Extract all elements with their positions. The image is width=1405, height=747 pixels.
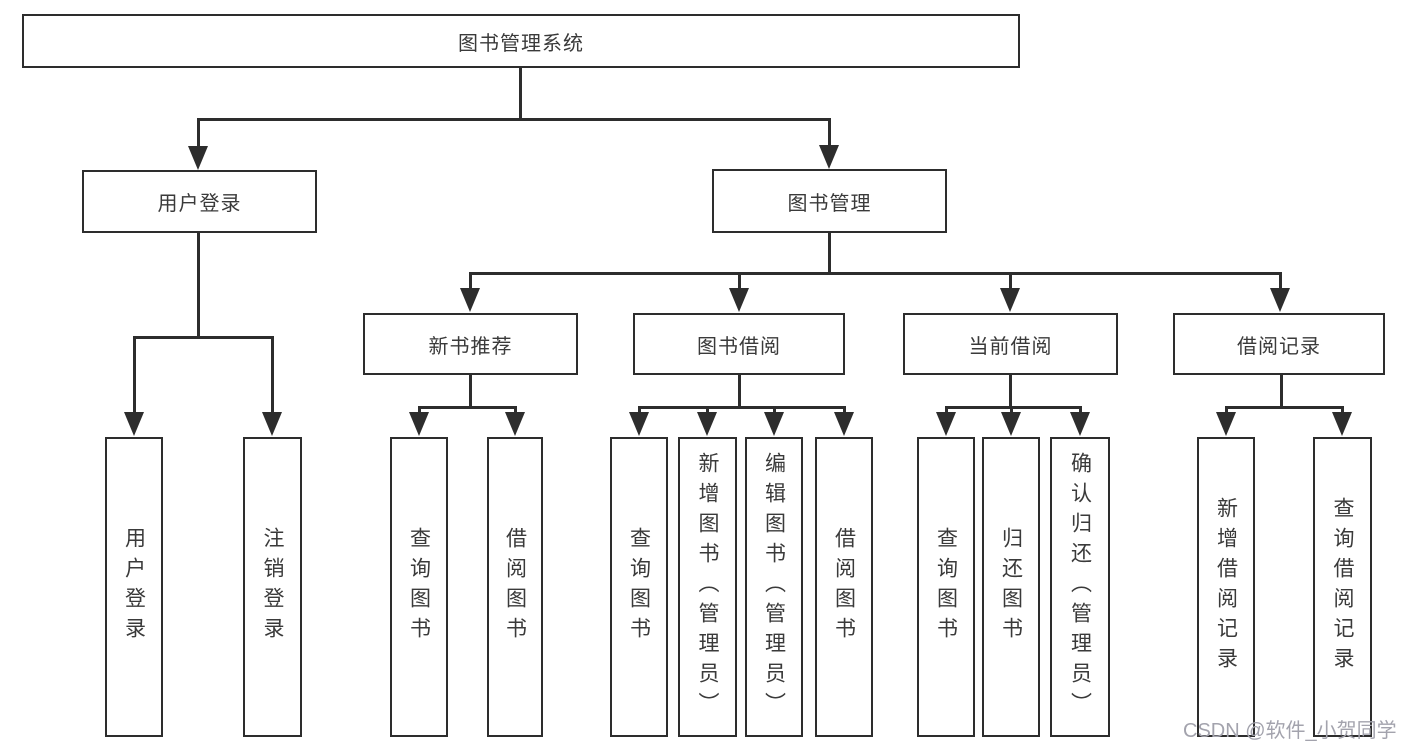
arrowhead-down (936, 412, 956, 436)
connector-line (519, 68, 522, 118)
leaf-confirm-return-admin: 确认归还（管理员） (1050, 437, 1110, 737)
arrowhead-down (1001, 412, 1021, 436)
arrowhead-down (1000, 288, 1020, 312)
arrowhead-down (460, 288, 480, 312)
connector-line (945, 406, 948, 416)
connector-line (418, 406, 517, 409)
connector-line (1009, 375, 1012, 406)
arrowhead-down (124, 412, 144, 436)
leaf-label: 借阅图书 (503, 527, 527, 647)
node-book-borrowing: 图书借阅 (633, 313, 845, 375)
arrowhead-down (1332, 412, 1352, 436)
node-borrowing-records: 借阅记录 (1173, 313, 1385, 375)
arrowhead-down (697, 412, 717, 436)
watermark: CSDN @软件_小贺同学 (1183, 720, 1397, 742)
connector-line (773, 406, 776, 416)
connector-line (1280, 375, 1283, 406)
leaf-label: 归还图书 (999, 527, 1023, 647)
leaf-label: 编辑图书（管理员） (762, 452, 786, 722)
node-book-management: 图书管理 (712, 169, 947, 233)
arrowhead-down (505, 412, 525, 436)
leaf-borrow-books-recommend: 借阅图书 (487, 437, 543, 737)
connector-line (1225, 406, 1228, 416)
leaf-query-borrow-record: 查询借阅记录 (1313, 437, 1372, 737)
connector-line (706, 406, 709, 416)
connector-line (945, 406, 1082, 409)
arrowhead-down (188, 146, 208, 170)
leaf-label: 查询图书 (627, 527, 651, 647)
leaf-query-books-recommend: 查询图书 (390, 437, 448, 737)
connector-line (1225, 406, 1344, 409)
leaf-label: 查询图书 (407, 527, 431, 647)
connector-line (1079, 406, 1082, 416)
connector-line (197, 233, 200, 339)
leaf-label: 借阅图书 (832, 527, 856, 647)
arrowhead-down (1270, 288, 1290, 312)
leaf-label: 用户登录 (122, 527, 146, 647)
arrowhead-down (729, 288, 749, 312)
arrowhead-down (764, 412, 784, 436)
connector-line (271, 336, 274, 416)
leaf-label: 查询图书 (934, 527, 958, 647)
leaf-label: 确认归还（管理员） (1068, 452, 1092, 722)
leaf-label: 注销登录 (261, 527, 284, 647)
arrowhead-down (409, 412, 429, 436)
arrowhead-down (819, 145, 839, 169)
leaf-borrow-books: 借阅图书 (815, 437, 873, 737)
node-root: 图书管理系统 (22, 14, 1020, 68)
connector-line (738, 375, 741, 406)
connector-line (1009, 272, 1012, 292)
connector-line (828, 233, 831, 275)
connector-line (418, 406, 421, 416)
connector-line (197, 118, 200, 150)
connector-line (133, 336, 274, 339)
connector-line (1279, 272, 1282, 292)
arrowhead-down (629, 412, 649, 436)
leaf-add-books-admin: 新增图书（管理员） (678, 437, 737, 737)
leaf-edit-books-admin: 编辑图书（管理员） (745, 437, 803, 737)
connector-line (469, 272, 472, 292)
leaf-user-login: 用户登录 (105, 437, 163, 737)
connector-line (828, 118, 831, 150)
arrowhead-down (834, 412, 854, 436)
leaf-return-books: 归还图书 (982, 437, 1040, 737)
leaf-label: 新增图书（管理员） (696, 452, 719, 722)
leaf-logout: 注销登录 (243, 437, 302, 737)
node-new-book-recommendation: 新书推荐 (363, 313, 578, 375)
leaf-query-books-borrow: 查询图书 (610, 437, 668, 737)
connector-line (843, 406, 846, 416)
connector-line (1341, 406, 1344, 416)
connector-line (638, 406, 641, 416)
node-current-borrowing: 当前借阅 (903, 313, 1118, 375)
connector-line (469, 375, 472, 406)
connector-line (469, 272, 1282, 275)
connector-line (197, 118, 831, 121)
leaf-add-borrow-record: 新增借阅记录 (1197, 437, 1255, 737)
connector-line (638, 406, 846, 409)
connector-line (738, 272, 741, 292)
node-user-login: 用户登录 (82, 170, 317, 233)
leaf-label: 查询借阅记录 (1331, 497, 1354, 677)
arrowhead-down (262, 412, 282, 436)
connector-line (133, 336, 136, 416)
leaf-label: 新增借阅记录 (1214, 497, 1238, 677)
leaf-query-books-current: 查询图书 (917, 437, 975, 737)
connector-line (1010, 406, 1013, 416)
connector-line (514, 406, 517, 416)
arrowhead-down (1216, 412, 1236, 436)
arrowhead-down (1070, 412, 1090, 436)
